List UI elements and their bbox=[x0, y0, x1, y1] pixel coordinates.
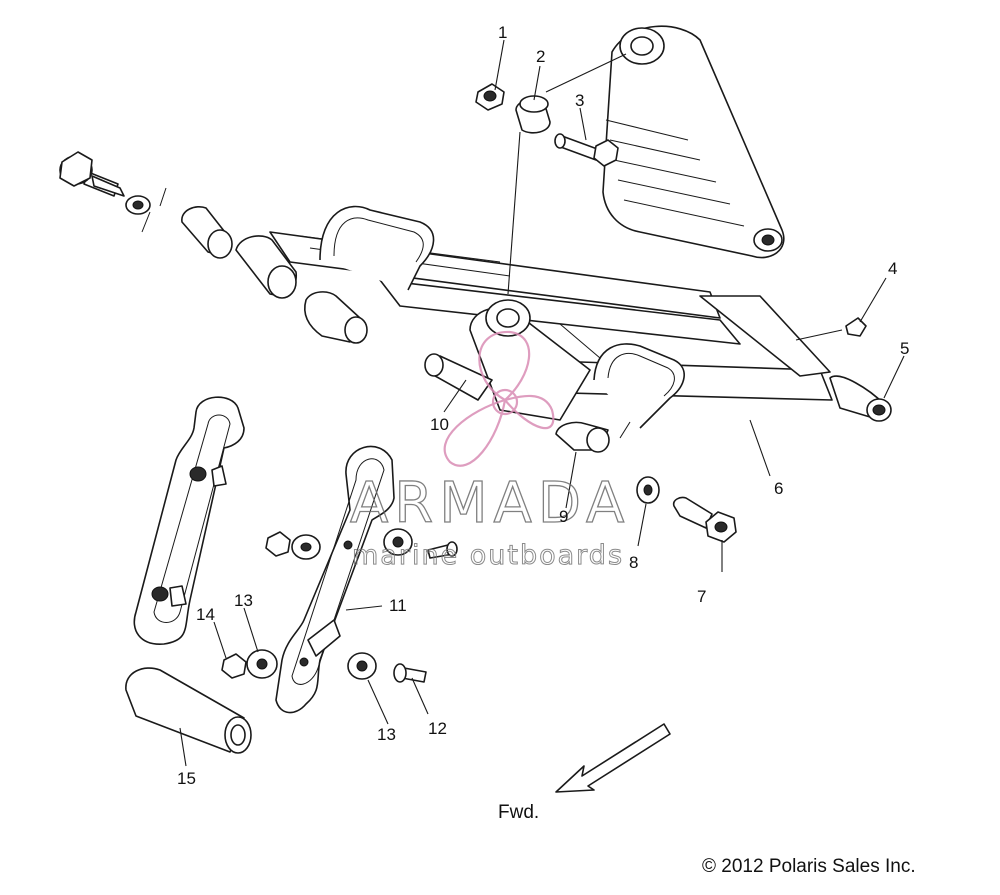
callout-15: 15 bbox=[177, 769, 196, 788]
callout-6: 6 bbox=[774, 479, 783, 498]
callout-12: 12 bbox=[428, 719, 447, 738]
callout-13-lower: 13 bbox=[377, 725, 396, 744]
propeller-logo bbox=[443, 330, 555, 467]
pivot-bolt-right bbox=[619, 421, 737, 543]
callout-4: 4 bbox=[888, 259, 897, 278]
linkage-right bbox=[275, 445, 395, 714]
callout-8: 8 bbox=[629, 553, 638, 572]
callout-3: 3 bbox=[575, 91, 584, 110]
callout-9: 9 bbox=[559, 507, 568, 526]
armada-watermark-logo: ARMADA marine outboards bbox=[349, 330, 630, 572]
callout-5: 5 bbox=[900, 339, 909, 358]
watermark-brand: ARMADA bbox=[350, 471, 630, 536]
copyright-notice: © 2012 Polaris Sales Inc. bbox=[702, 856, 916, 877]
callout-10: 10 bbox=[430, 415, 449, 434]
center-pins bbox=[424, 353, 610, 453]
rear-swing-arm bbox=[269, 205, 892, 429]
forward-label: Fwd. bbox=[498, 802, 539, 823]
callout-1: 1 bbox=[498, 23, 507, 42]
callout-7: 7 bbox=[697, 587, 706, 606]
callout-13-upper: 13 bbox=[234, 591, 253, 610]
callout-2: 2 bbox=[536, 47, 545, 66]
leader-lines bbox=[179, 39, 905, 767]
callout-11: 11 bbox=[389, 596, 407, 615]
shock-absorber bbox=[602, 25, 785, 259]
linkage-left bbox=[133, 396, 245, 645]
forward-direction-arrow bbox=[555, 723, 671, 793]
bushings-left bbox=[181, 206, 368, 344]
watermark-tagline: marine outboards bbox=[352, 540, 624, 571]
link-hardware bbox=[221, 528, 458, 683]
top-hardware bbox=[475, 83, 867, 337]
spacer-sleeve bbox=[125, 667, 252, 754]
pivot-bolt-upper-left bbox=[59, 151, 167, 233]
callout-14: 14 bbox=[196, 605, 215, 624]
callout-labels: 1 2 3 4 5 6 7 8 9 10 11 12 13 13 14 15 bbox=[177, 23, 909, 788]
